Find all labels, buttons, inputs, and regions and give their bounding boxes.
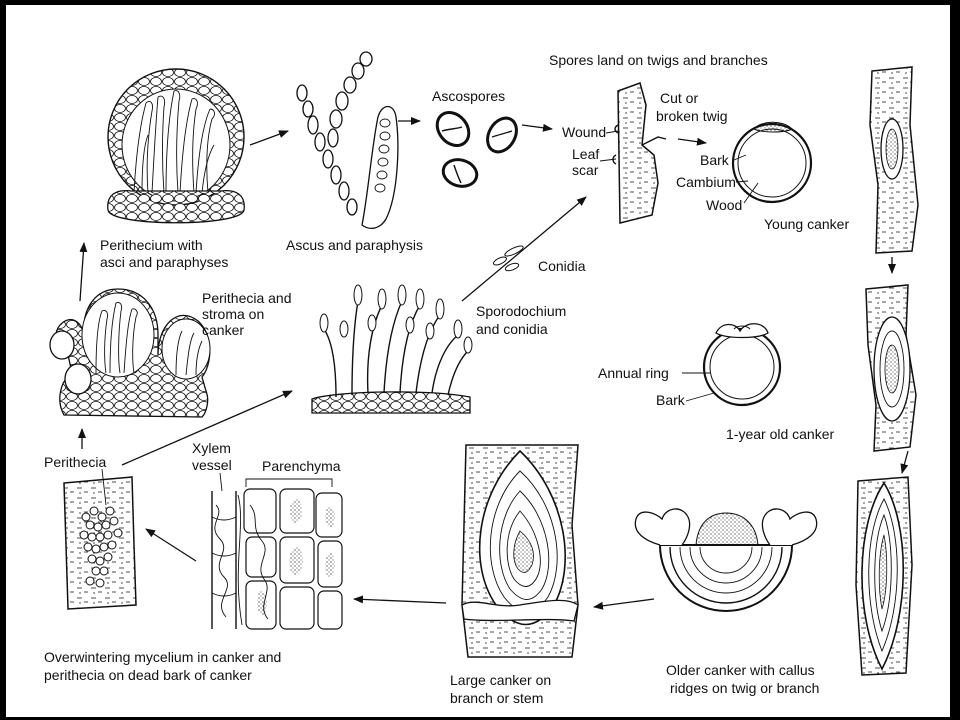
label-bark-ring: Bark xyxy=(656,392,686,408)
label-perithecia-stroma-line3: canker xyxy=(202,322,244,338)
sporodochium-illustration xyxy=(311,284,473,414)
label-perithecia-stroma-line2: stroma on xyxy=(202,306,264,322)
label-older-canker-line1: Older canker with callus xyxy=(666,662,815,678)
xylem-parenchyma-illustration xyxy=(210,488,343,631)
label-leaf-scar-line1: Leaf xyxy=(572,146,599,162)
branch-early-canker xyxy=(869,66,919,254)
label-perithecium-line1: Perithecium with xyxy=(100,237,203,253)
label-perithecia-stroma-line1: Perithecia and xyxy=(202,290,292,306)
label-cut-twig-line1: Cut or xyxy=(660,90,698,106)
label-large-canker-line1: Large canker on xyxy=(450,672,551,688)
young-canker-illustration xyxy=(731,121,813,204)
disease-cycle-diagram: Perithecium with asci and paraphyses xyxy=(44,51,919,706)
perithecium-illustration xyxy=(107,68,245,224)
label-perithecium-line2: asci and paraphyses xyxy=(100,254,228,270)
label-wound: Wound xyxy=(562,124,606,140)
label-overwintering-line2: perithecia on dead bark of canker xyxy=(44,667,252,683)
ascus-paraphysis-illustration xyxy=(296,51,399,230)
branch-one-year-canker xyxy=(865,284,917,452)
branch-older-canker xyxy=(855,476,913,676)
twig-wound-illustration xyxy=(612,82,667,224)
label-older-canker-line2: ridges on twig or branch xyxy=(670,680,819,696)
diagram-canvas: Perithecium with asci and paraphyses xyxy=(6,5,950,717)
older-canker-cross-section xyxy=(634,508,818,612)
label-xylem-line1: Xylem xyxy=(192,440,231,456)
label-large-canker-line2: branch or stem xyxy=(450,690,543,706)
label-leaf-scar-line2: scar xyxy=(572,162,599,178)
label-parenchyma: Parenchyma xyxy=(262,458,341,474)
label-ascus-paraphysis: Ascus and paraphysis xyxy=(286,237,423,253)
label-xylem-line2: vessel xyxy=(192,457,232,473)
large-canker-illustration xyxy=(461,444,579,658)
label-ascospores: Ascospores xyxy=(432,88,505,104)
label-spores-land: Spores land on twigs and branches xyxy=(549,52,768,68)
label-annual-ring: Annual ring xyxy=(598,365,669,381)
cycle-arrows xyxy=(78,117,909,610)
label-conidia: Conidia xyxy=(538,258,586,274)
label-overwintering-line1: Overwintering mycelium in canker and xyxy=(44,649,281,665)
annual-ring-cross-section xyxy=(702,323,782,407)
perithecia-stroma-illustration xyxy=(49,288,211,418)
label-sporodochium-line2: and conidia xyxy=(476,321,548,337)
ascospores-illustration xyxy=(435,111,518,188)
label-wood: Wood xyxy=(706,197,742,213)
label-sporodochium-line1: Sporodochium xyxy=(476,303,566,319)
label-cut-twig-line2: broken twig xyxy=(656,108,728,124)
bark-perithecia-illustration xyxy=(63,476,137,610)
conidia-spores xyxy=(493,245,524,272)
label-perithecia: Perithecia xyxy=(44,454,106,470)
label-cambium: Cambium xyxy=(676,174,736,190)
label-young-canker: Young canker xyxy=(764,216,849,232)
label-one-year-canker: 1-year old canker xyxy=(726,426,835,442)
label-bark: Bark xyxy=(700,152,730,168)
